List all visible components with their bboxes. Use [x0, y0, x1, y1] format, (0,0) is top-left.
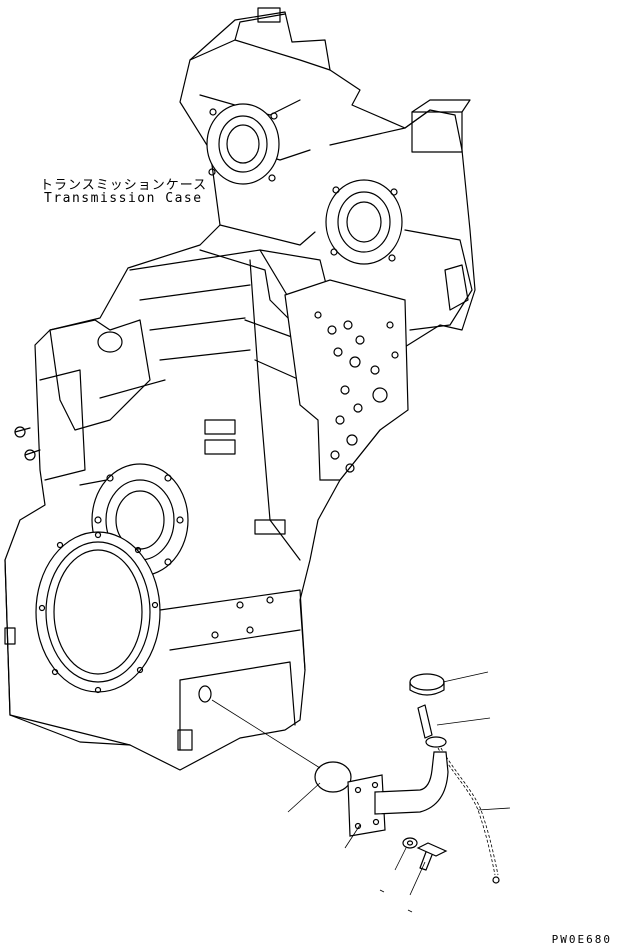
dipstick-part [417, 704, 447, 748]
chain-part [437, 747, 500, 884]
washer-part [402, 837, 418, 849]
cover-plate-part [314, 761, 352, 793]
bolt-part [416, 842, 448, 871]
drawing-code: PW0E680 [551, 933, 612, 946]
part-name-en: Transmission Case [44, 191, 203, 206]
leader-lines [211, 671, 511, 913]
filler-tube-part [347, 751, 449, 837]
part-name-jp: トランスミッションケース [40, 178, 208, 193]
cap-part [409, 673, 445, 696]
transmission-case-drawing [4, 7, 476, 771]
